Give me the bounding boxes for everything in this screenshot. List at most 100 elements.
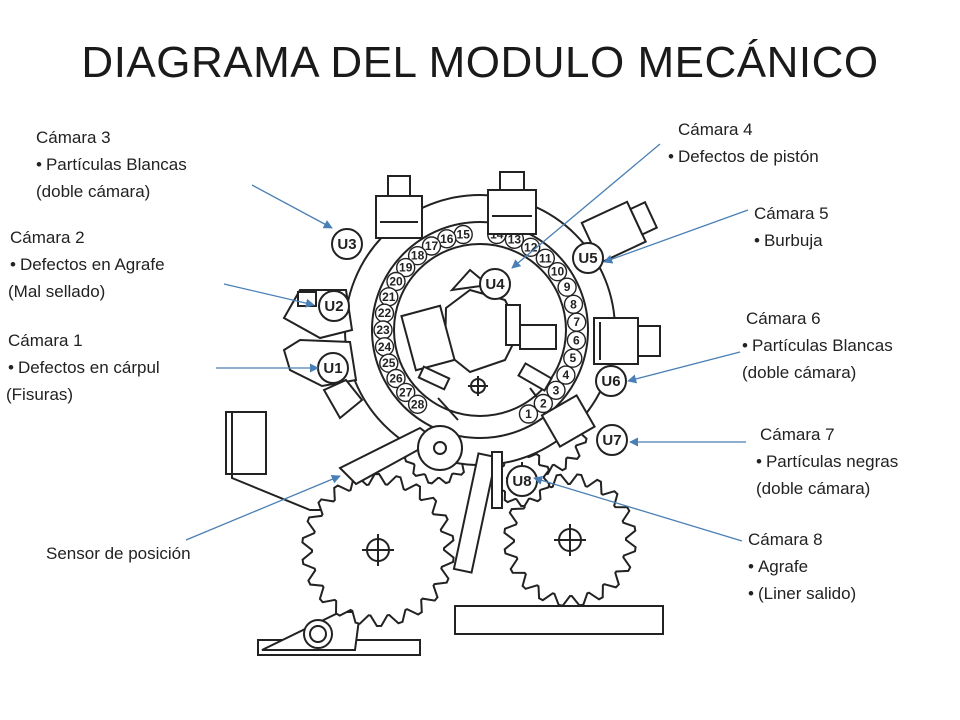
leader-camera-8	[533, 476, 743, 542]
position-marker: 4	[556, 365, 576, 385]
leader-camera-2	[223, 283, 315, 308]
position-number: 20	[389, 275, 403, 289]
callout-heading: Cámara 3	[36, 128, 111, 147]
unit-label-u4: U4	[479, 268, 511, 300]
position-number: 9	[564, 280, 571, 294]
callout-line: (doble cámara)	[36, 182, 151, 201]
position-marker: 5	[563, 348, 583, 368]
callout-line: Partículas Blancas	[742, 332, 893, 359]
callout-heading: Cámara 1	[8, 331, 83, 350]
gear-large-right	[503, 473, 637, 607]
position-marker: 27	[396, 382, 416, 403]
page-title: DIAGRAMA DEL MODULO MECÁNICO	[81, 38, 879, 87]
ramp-roller	[303, 619, 333, 649]
position-number: 16	[440, 232, 454, 246]
position-number: 22	[378, 306, 392, 320]
unit-label-u3: U3	[331, 228, 363, 260]
position-marker: 18	[407, 245, 428, 266]
position-number: 24	[378, 340, 392, 354]
leader-lines	[185, 143, 749, 542]
position-number: 8	[570, 297, 577, 311]
camera-housing-u6	[593, 317, 661, 365]
unit-label-text: U4	[485, 276, 505, 293]
callout-position-sensor: Sensor de posición	[46, 540, 191, 567]
position-marker: 7	[567, 312, 587, 332]
unit-label-u1: U1	[317, 352, 349, 384]
callout-heading: Sensor de posición	[46, 544, 191, 563]
unit-label-text: U7	[602, 432, 621, 449]
callout-camera-2: Cámara 2 Defectos en Agrafe (Mal sellado…	[8, 224, 165, 305]
callout-camera-5: Cámara 5 Burbuja	[750, 200, 829, 254]
position-number: 21	[382, 290, 396, 304]
callout-heading: Cámara 6	[746, 309, 821, 328]
position-marker: 23	[373, 320, 393, 340]
unit-label-text: U5	[578, 250, 597, 267]
position-marker: 24	[374, 337, 395, 357]
position-number: 3	[553, 383, 560, 397]
unit-label-text: U6	[601, 373, 620, 390]
position-number: 28	[411, 397, 425, 411]
callout-line: Agrafe	[748, 553, 856, 580]
output-plate	[454, 605, 664, 635]
camera-housing-u7	[540, 394, 596, 448]
unit-label-text: U3	[337, 236, 356, 253]
callout-camera-1: Cámara 1 Defectos en cárpul (Fisuras)	[6, 327, 160, 408]
unit-label-u2: U2	[318, 290, 350, 322]
position-marker: 10	[547, 262, 568, 282]
turret-block-right	[519, 324, 557, 350]
unit-label-u5: U5	[572, 242, 604, 274]
gear-large-left	[301, 472, 455, 628]
position-marker: 28	[407, 394, 428, 414]
camera-housing-u3	[375, 175, 423, 239]
position-marker: 16	[437, 229, 457, 249]
leader-position-sensor	[185, 474, 341, 541]
position-marker: 26	[386, 368, 406, 389]
unit-label-text: U8	[512, 473, 531, 490]
position-marker: 9	[557, 277, 577, 297]
callout-camera-4: Cámara 4 Defectos de pistón	[668, 116, 819, 170]
position-number: 19	[399, 261, 413, 275]
unit-label-u7: U7	[596, 424, 628, 456]
position-number: 27	[399, 385, 413, 399]
position-marker: 6	[566, 330, 587, 351]
callout-heading: Cámara 2	[10, 228, 85, 247]
callout-line: (Liner salido)	[748, 580, 856, 607]
position-number: 2	[540, 397, 547, 411]
loader-arm	[338, 425, 503, 574]
position-marker: 21	[379, 287, 399, 307]
position-marker: 20	[386, 271, 406, 292]
position-marker: 19	[396, 257, 416, 278]
position-number: 25	[382, 356, 396, 370]
callout-line: (doble cámara)	[742, 363, 857, 382]
callout-camera-8: Cámara 8 Agrafe (Liner salido)	[744, 526, 856, 607]
callout-heading: Cámara 5	[754, 204, 829, 223]
unit-label-text: U2	[324, 298, 343, 315]
position-number: 6	[573, 333, 580, 347]
callout-line: Defectos de pistón	[668, 143, 819, 170]
callout-line: (Fisuras)	[6, 385, 74, 404]
position-number: 1	[525, 407, 532, 421]
position-number: 17	[425, 239, 439, 253]
callout-line: Defectos en cárpul	[8, 354, 160, 381]
turret-block-left	[400, 304, 456, 372]
leader-camera-6	[627, 351, 741, 384]
position-number: 15	[457, 228, 471, 242]
callout-heading: Cámara 4	[678, 120, 753, 139]
position-marker: 15	[453, 224, 473, 245]
position-number: 13	[508, 232, 522, 246]
position-marker: 22	[374, 303, 395, 323]
position-number: 7	[573, 315, 580, 329]
callout-line: Defectos en Agrafe	[10, 251, 165, 278]
position-marker: 1	[518, 404, 539, 424]
camera-housing-top	[487, 171, 537, 235]
position-number: 10	[551, 265, 565, 279]
position-number: 5	[569, 351, 576, 365]
unit-label-u6: U6	[595, 365, 627, 397]
callout-camera-3: Cámara 3 Partículas Blancas (doble cámar…	[36, 124, 187, 205]
position-number: 23	[376, 323, 390, 337]
position-number-ring: 1234567891011121314151617181920212223242…	[373, 224, 587, 424]
unit-label-u8: U8	[506, 465, 538, 497]
position-number: 18	[411, 249, 425, 263]
position-marker: 8	[563, 294, 584, 314]
